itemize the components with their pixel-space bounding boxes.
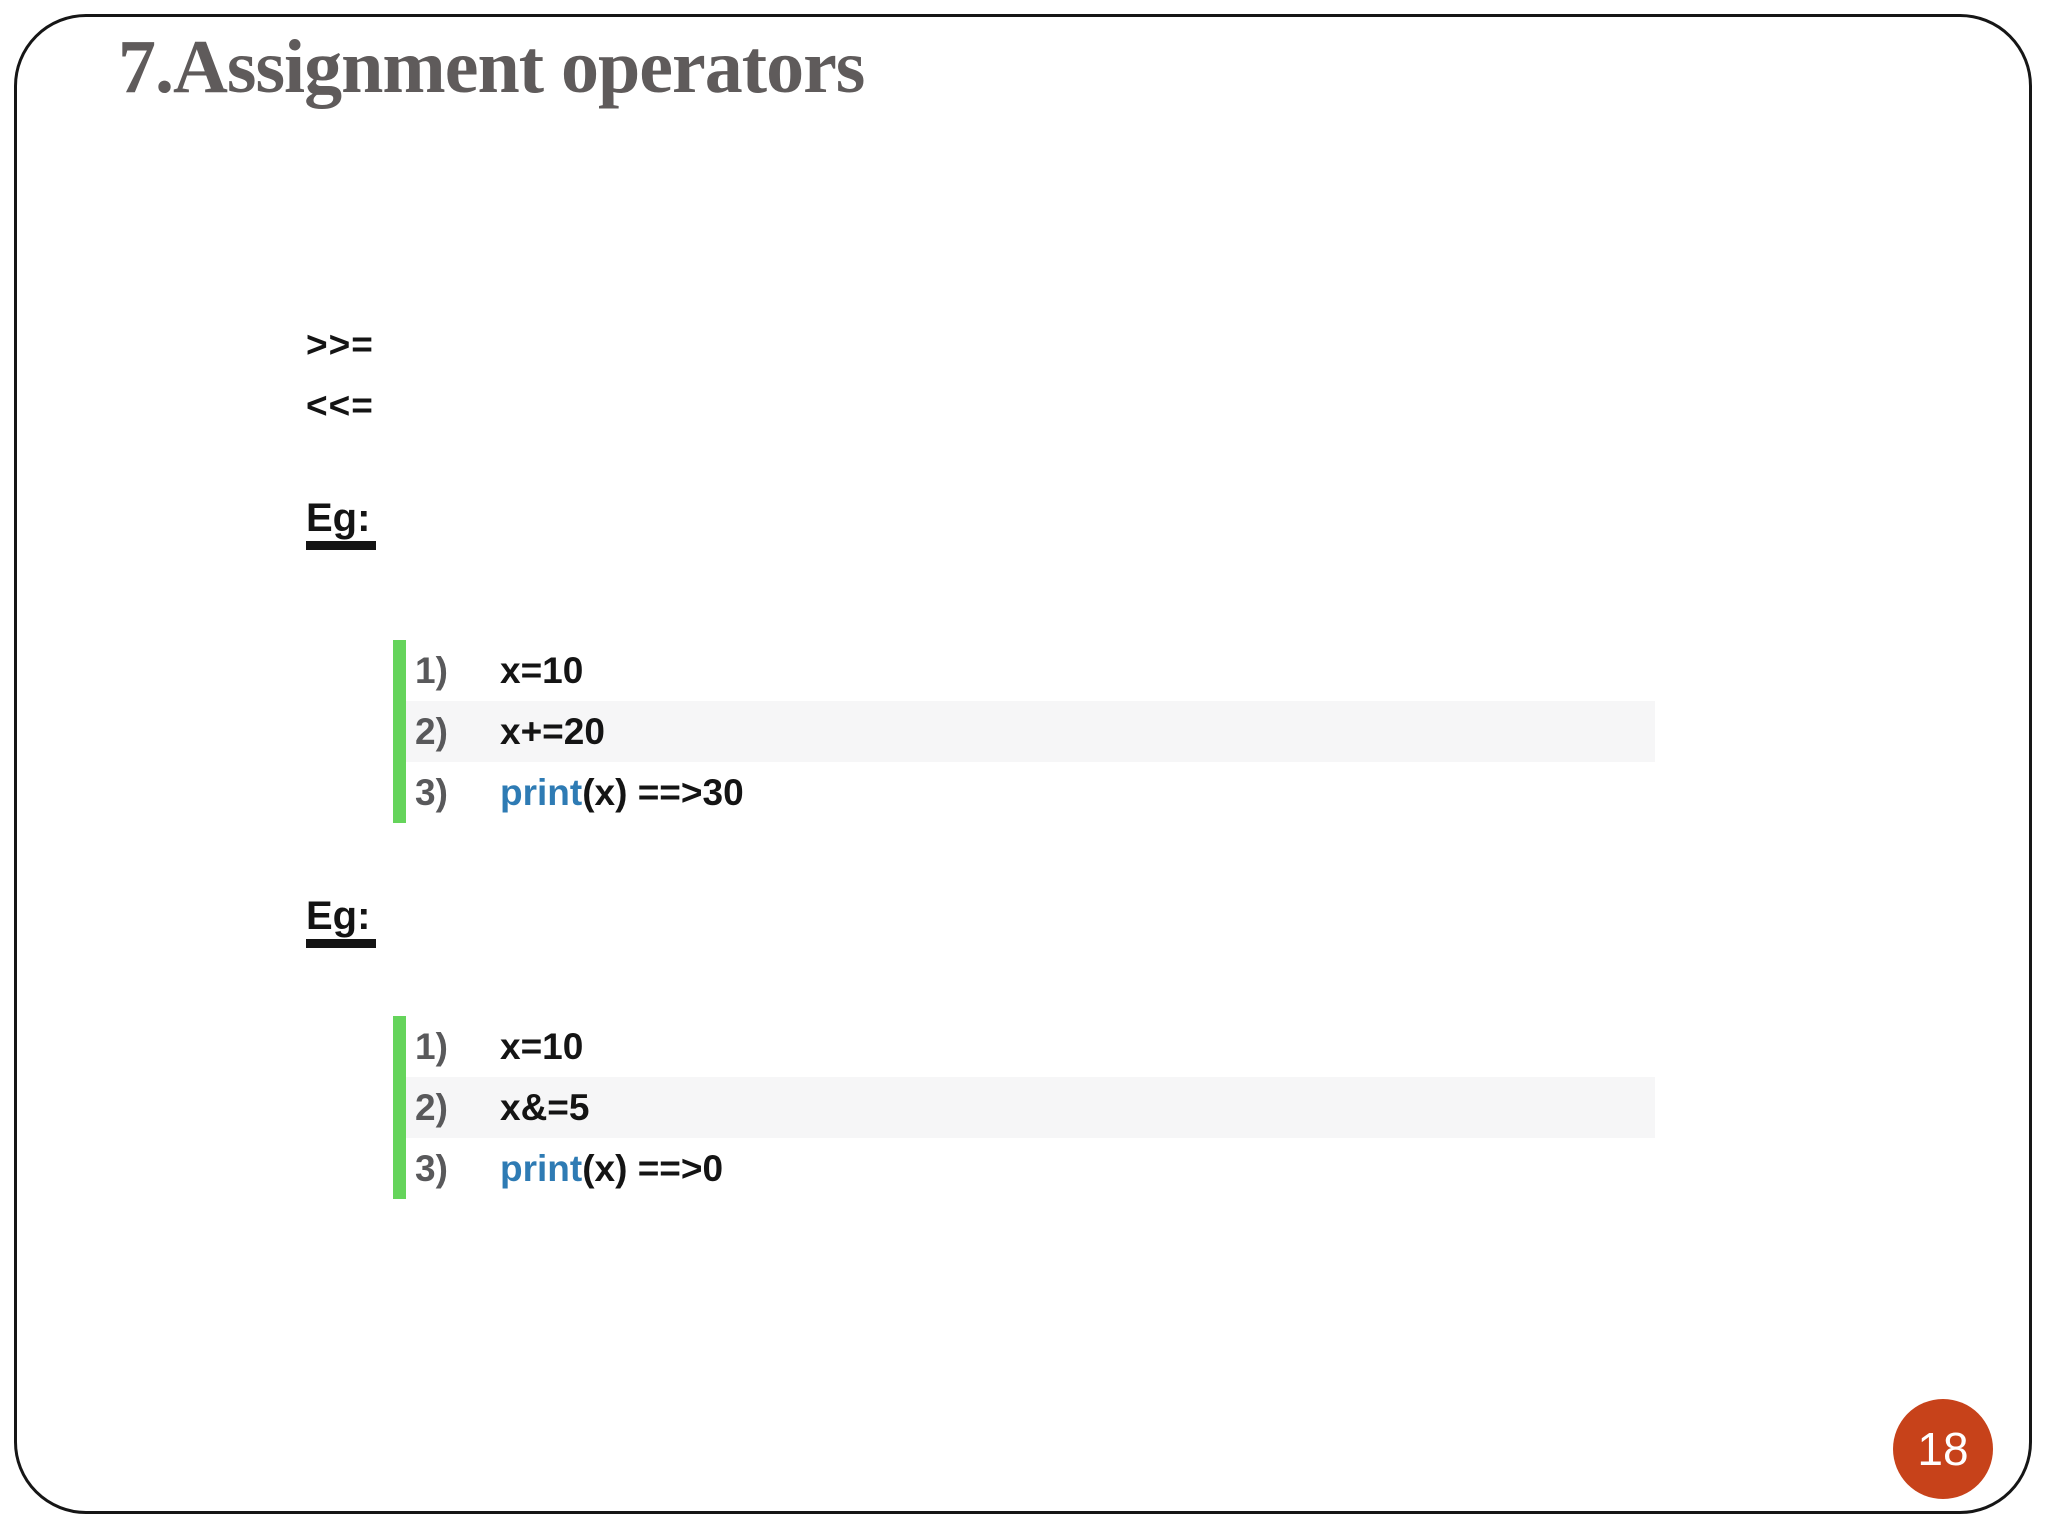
line-number: 1) <box>415 1025 448 1067</box>
keyword-print: print <box>500 1147 583 1189</box>
code-rest: (x) ==>0 <box>582 1147 724 1189</box>
code-line: 1) x=10 <box>406 1016 1655 1077</box>
page-number-badge: 18 <box>1893 1399 1993 1499</box>
green-accent-bar <box>393 1016 406 1199</box>
keyword-print: print <box>500 771 583 813</box>
code-line: 3) print(x) ==>0 <box>406 1138 1655 1199</box>
operator-item: >>= <box>306 324 374 365</box>
line-number: 3) <box>415 1147 448 1189</box>
operator-item: <<= <box>306 385 374 426</box>
code-line: 2) x&=5 <box>406 1077 1655 1138</box>
line-number: 2) <box>415 1086 448 1128</box>
slide-border <box>14 14 2032 1514</box>
example-label-2: Eg: <box>306 894 377 948</box>
code-text: print(x) ==>0 <box>500 1148 723 1190</box>
code-line: 3) print(x) ==>30 <box>406 762 1655 823</box>
line-number: 1) <box>415 649 448 691</box>
line-number: 2) <box>415 710 448 752</box>
page-number: 18 <box>1917 1423 1969 1475</box>
code-text: x=10 <box>500 1025 584 1067</box>
code-example-1: 1) x=10 2) x+=20 3) print(x) ==>30 <box>393 640 1655 823</box>
operator-list: >>= <<= <box>306 314 374 436</box>
example-label-1: Eg: <box>306 496 377 550</box>
code-text: x&=5 <box>500 1086 590 1128</box>
slide-title: 7.Assignment operators <box>118 25 865 109</box>
green-accent-bar <box>393 640 406 823</box>
code-line: 2) x+=20 <box>406 701 1655 762</box>
code-rest: (x) ==>30 <box>582 771 744 813</box>
code-text: print(x) ==>30 <box>500 772 744 814</box>
code-text: x=10 <box>500 649 584 691</box>
code-rows: 1) x=10 2) x+=20 3) print(x) ==>30 <box>406 640 1655 823</box>
code-text: x+=20 <box>500 710 605 752</box>
code-rows: 1) x=10 2) x&=5 3) print(x) ==>0 <box>406 1016 1655 1199</box>
code-example-2: 1) x=10 2) x&=5 3) print(x) ==>0 <box>393 1016 1655 1199</box>
line-number: 3) <box>415 771 448 813</box>
code-line: 1) x=10 <box>406 640 1655 701</box>
